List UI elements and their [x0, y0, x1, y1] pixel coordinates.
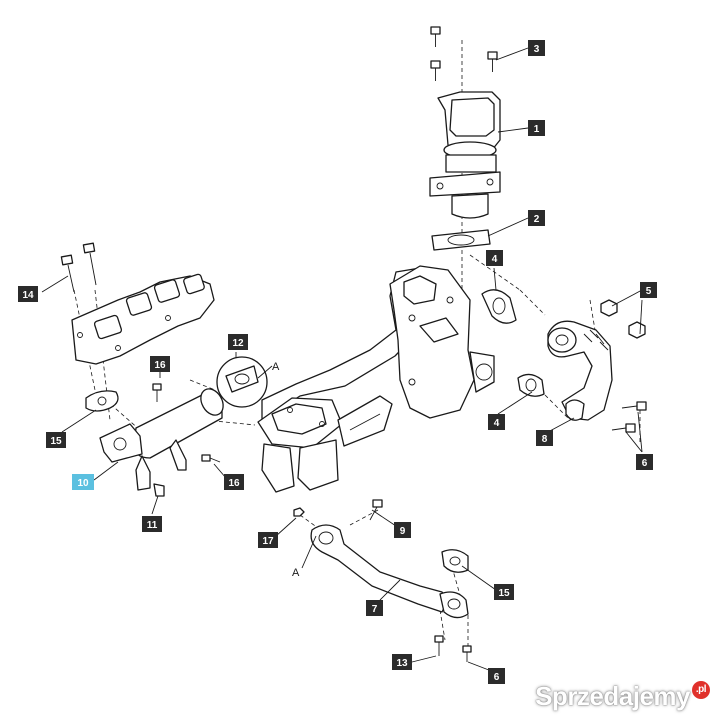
callout-16-top: 16	[150, 356, 170, 372]
callout-17: 17	[258, 532, 278, 548]
callout-4-upper-text: 4	[492, 254, 498, 265]
callout-6-right-text: 6	[642, 458, 648, 469]
intake-manifold	[257, 265, 495, 493]
callout-1-text: 1	[534, 124, 540, 135]
callout-10-text: 10	[77, 478, 89, 489]
manifold-bolts	[60, 242, 97, 293]
callout-1: 1	[528, 120, 545, 136]
watermark-badge: .pl	[692, 680, 710, 699]
callout-3: 3	[528, 40, 545, 56]
callout-9-text: 9	[400, 526, 406, 537]
callout-6-bottom-text: 6	[494, 672, 500, 683]
pipe-bolts-bottom	[293, 499, 472, 662]
exhaust-manifold	[71, 273, 215, 365]
cooler-gasket-left	[85, 390, 119, 412]
callout-16-bottom-text: 16	[228, 478, 240, 489]
callout-14: 14	[18, 286, 38, 302]
egr-pipe-bottom	[310, 524, 469, 619]
callout-10: 10	[72, 474, 94, 490]
callout-2-text: 2	[534, 214, 540, 225]
egr-pipe-right	[547, 320, 613, 421]
callout-11-text: 11	[147, 520, 158, 531]
callout-11: 11	[142, 516, 162, 532]
callout-15-left: 15	[46, 432, 66, 448]
watermark: Sprzedajemy .pl	[535, 680, 710, 712]
callout-12-text: 12	[232, 338, 244, 349]
callout-8-text: 8	[542, 434, 548, 445]
callout-13: 13	[392, 654, 412, 670]
reference-letter-a-top: A	[272, 361, 280, 373]
pipe-bolts-right	[611, 401, 647, 433]
callout-14-text: 14	[22, 290, 34, 301]
egr-gasket	[431, 229, 491, 251]
callout-8: 8	[536, 430, 553, 446]
callout-4-upper: 4	[486, 250, 503, 266]
callout-15-right: 15	[494, 584, 514, 600]
reference-letter-a-bottom: A	[292, 567, 300, 579]
cooler-bolts	[152, 383, 221, 463]
callout-leaders	[41, 47, 643, 673]
cooler-gasket-circled	[216, 356, 268, 408]
callout-3-text: 3	[534, 44, 540, 55]
callout-17-text: 17	[262, 536, 274, 547]
egr-cooler	[99, 388, 224, 497]
callout-5: 5	[640, 282, 657, 298]
egr-pipe-gasket-lower	[517, 373, 545, 397]
callout-16-top-text: 16	[154, 360, 166, 371]
callout-15-right-text: 15	[498, 588, 510, 599]
callout-12: 12	[228, 334, 248, 350]
callout-4-lower: 4	[488, 414, 505, 430]
pipe-nuts	[600, 299, 646, 339]
callout-13-text: 13	[396, 658, 408, 669]
callout-7-text: 7	[372, 604, 378, 615]
callout-2: 2	[528, 210, 545, 226]
callout-16-bottom: 16	[224, 474, 244, 490]
callout-4-lower-text: 4	[494, 418, 500, 429]
watermark-brand: Sprzedajemy	[535, 681, 690, 711]
callout-6-bottom: 6	[488, 668, 505, 684]
egr-valve-bolts	[430, 26, 498, 81]
callout-9: 9	[394, 522, 411, 538]
callout-6-right: 6	[636, 454, 653, 470]
callout-15-left-text: 15	[50, 436, 62, 447]
callout-5-text: 5	[646, 286, 652, 297]
egr-pipe-gasket-upper	[481, 289, 517, 324]
egr-valve	[429, 91, 501, 219]
callout-7: 7	[366, 600, 383, 616]
